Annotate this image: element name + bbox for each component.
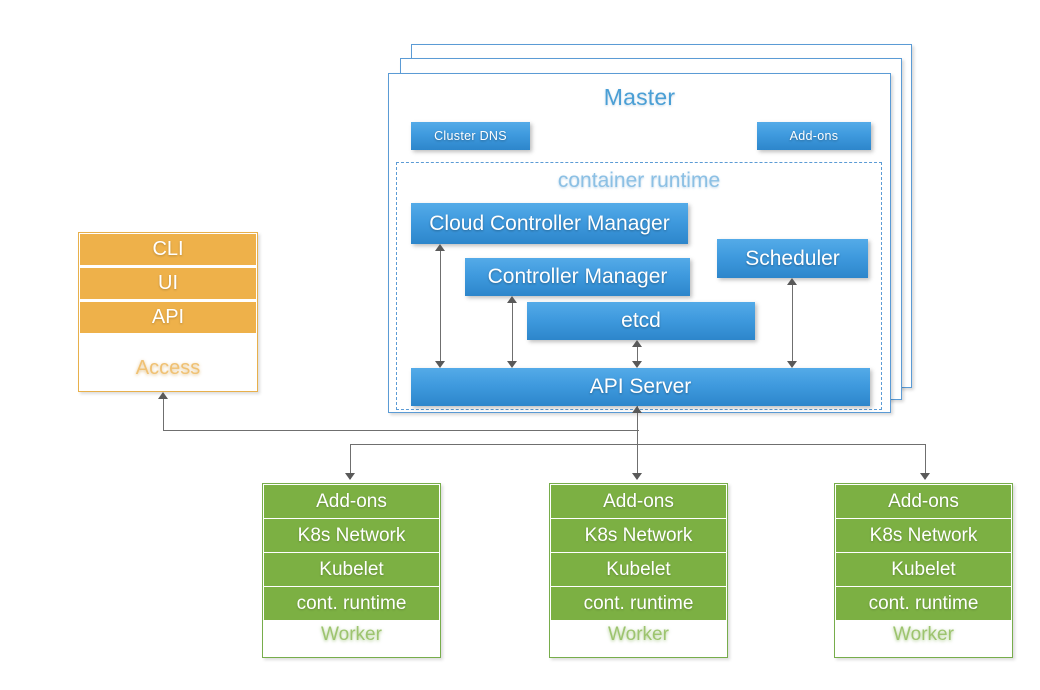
connector-worker3-drop — [925, 444, 926, 479]
access-row-cli[interactable]: CLI — [80, 234, 256, 265]
worker2-label: Worker — [608, 624, 669, 645]
connector-bus-to-access — [163, 430, 639, 431]
arrow-down-icon — [345, 473, 355, 480]
worker3-row-kubelet[interactable]: Kubelet — [836, 553, 1011, 586]
worker3-label: Worker — [893, 624, 954, 645]
worker3-row-cont-runtime[interactable]: cont. runtime — [836, 587, 1011, 620]
arrow-down-icon — [632, 473, 642, 480]
master-title: Master — [603, 84, 676, 110]
arrow-up-icon — [158, 392, 168, 399]
etcd-box[interactable]: etcd — [527, 302, 755, 340]
worker2-row-k8s-network[interactable]: K8s Network — [551, 519, 726, 552]
access-label: Access — [135, 357, 201, 379]
worker2-row-kubelet[interactable]: Kubelet — [551, 553, 726, 586]
api-server-box[interactable]: API Server — [411, 368, 870, 406]
arrow-down-icon — [435, 361, 445, 368]
arrow-up-icon — [435, 244, 445, 251]
worker2-row-addons[interactable]: Add-ons — [551, 485, 726, 518]
worker1-row-k8s-network[interactable]: K8s Network — [264, 519, 439, 552]
scheduler-box[interactable]: Scheduler — [717, 239, 868, 278]
connector-etcd-apiserver — [637, 346, 638, 362]
arrow-down-icon — [787, 361, 797, 368]
controller-manager-box[interactable]: Controller Manager — [465, 258, 690, 296]
connector-apiserver-bus — [637, 406, 638, 479]
connector-cm-apiserver — [512, 302, 513, 362]
arrow-down-icon — [507, 361, 517, 368]
worker1-row-cont-runtime[interactable]: cont. runtime — [264, 587, 439, 620]
connector-access-riser — [163, 398, 164, 431]
worker3-row-k8s-network[interactable]: K8s Network — [836, 519, 1011, 552]
container-runtime-title: container runtime — [557, 169, 721, 192]
arrow-up-icon — [632, 340, 642, 347]
connector-bus-to-workers — [350, 444, 926, 445]
worker1-row-addons[interactable]: Add-ons — [264, 485, 439, 518]
cloud-controller-manager-box[interactable]: Cloud Controller Manager — [411, 203, 688, 244]
master-addons-box[interactable]: Add-ons — [757, 122, 871, 150]
arrow-down-icon — [632, 361, 642, 368]
worker2-row-cont-runtime[interactable]: cont. runtime — [551, 587, 726, 620]
connector-worker1-drop — [350, 444, 351, 479]
access-row-ui[interactable]: UI — [80, 268, 256, 299]
worker1-row-kubelet[interactable]: Kubelet — [264, 553, 439, 586]
arrow-up-icon — [787, 278, 797, 285]
arrow-up-icon — [507, 296, 517, 303]
connector-scheduler-apiserver — [792, 284, 793, 362]
worker3-row-addons[interactable]: Add-ons — [836, 485, 1011, 518]
arrow-up-icon — [632, 406, 642, 413]
arrow-down-icon — [920, 473, 930, 480]
worker1-label: Worker — [321, 624, 382, 645]
cluster-dns-box[interactable]: Cluster DNS — [411, 122, 530, 150]
access-row-api[interactable]: API — [80, 302, 256, 333]
connector-ccm-apiserver — [440, 250, 441, 362]
